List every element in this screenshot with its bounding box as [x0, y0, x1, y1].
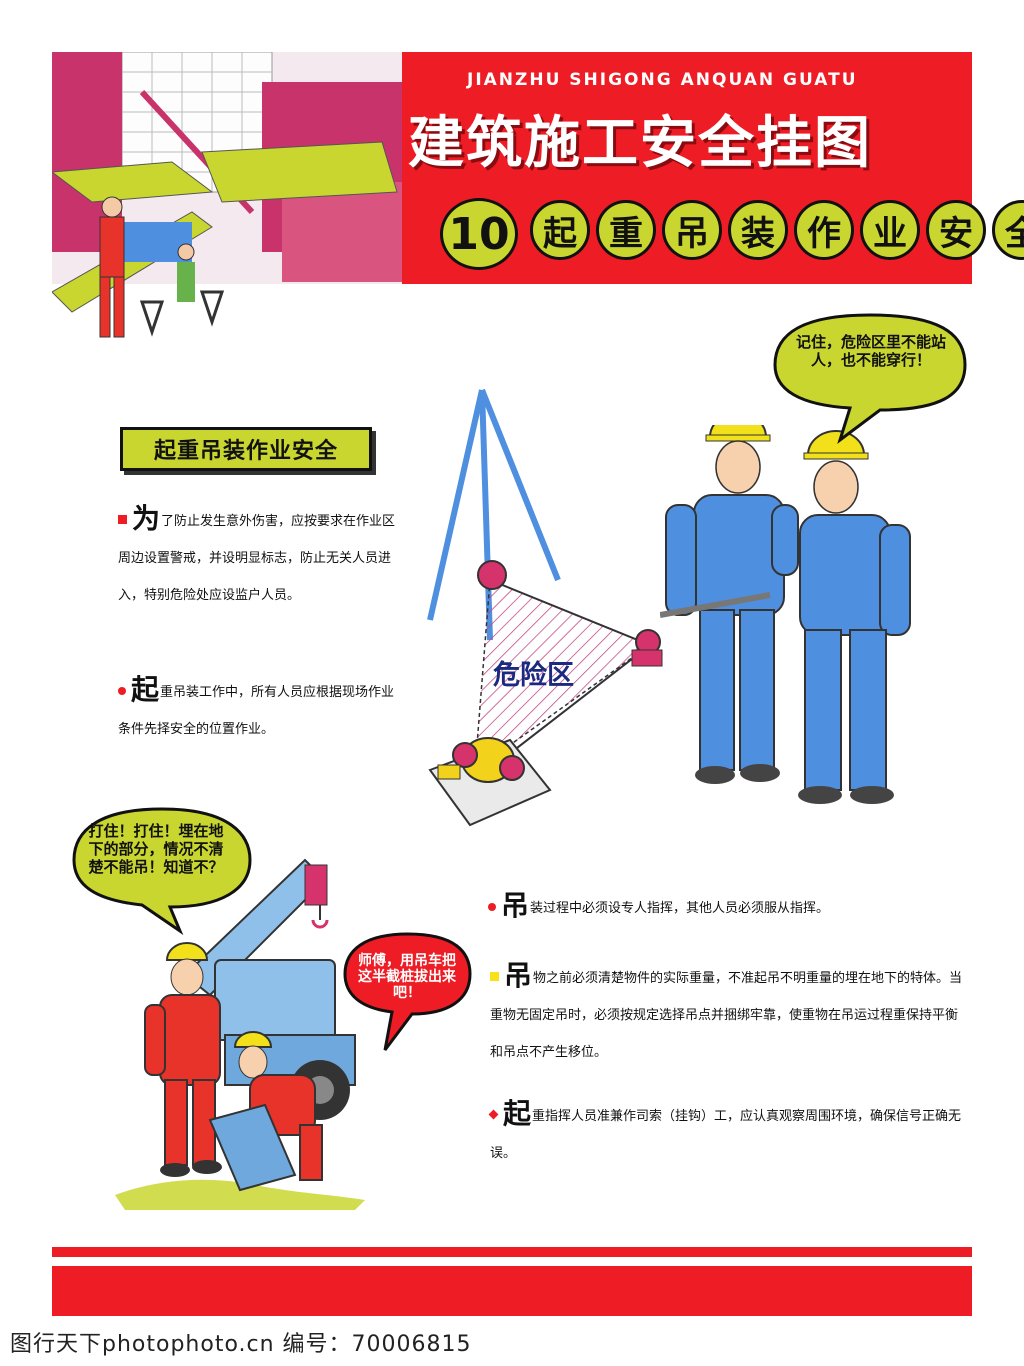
speech-bubble-red	[343, 932, 472, 1051]
subtitle-char: 业	[860, 200, 920, 260]
dot-bullet-icon	[118, 687, 126, 695]
square-bullet-icon	[490, 972, 499, 981]
paragraph-text: 物之前必须清楚物件的实际重量，不准起吊不明重量的埋在地下的特体。当重物无固定吊时…	[490, 971, 963, 1060]
blue-workers-illustration	[660, 425, 911, 804]
paragraph-3: 吊装过程中必须设专人指挥，其他人员必须服从指挥。	[488, 887, 968, 927]
chapter-subtitle: 起 重 吊 装 作 业 安 全	[530, 200, 1024, 260]
footer-stripe-thin	[52, 1247, 972, 1257]
paragraph-2: 起重吊装工作中，所有人员应根据现场作业条件先择安全的位置作业。	[118, 671, 398, 748]
subtitle-char: 安	[926, 200, 986, 260]
drop-cap: 吊	[504, 959, 533, 992]
speech-bubble-bottom-left	[72, 807, 252, 935]
subtitle-char: 全	[992, 200, 1024, 260]
paragraph-text: 装过程中必须设专人指挥，其他人员必须服从指挥。	[530, 901, 830, 916]
paragraph-text: 重指挥人员准兼作司索（挂钩）工，应认真观察周围环境，确保信号正确无误。	[490, 1109, 962, 1161]
paragraph-text: 重吊装工作中，所有人员应根据现场作业条件先择安全的位置作业。	[118, 685, 395, 737]
construction-scene-illustration	[52, 52, 402, 338]
bubble-text-red: 师傅，用吊车把这半截桩拔出来吧！	[358, 953, 456, 1001]
bubble-text-top-right: 记住，危险区里不能站人，也不能穿行！	[796, 333, 947, 369]
subtitle-char: 重	[596, 200, 656, 260]
hoist-danger-zone-illustration	[427, 388, 663, 827]
crane-truck-workers-illustration	[115, 858, 365, 1210]
drop-cap: 起	[131, 673, 160, 706]
diamond-bullet-icon	[488, 1109, 499, 1120]
watermark-text: 图行天下photophoto.cn 编号：70006815	[10, 1332, 472, 1357]
drop-cap: 起	[503, 1097, 532, 1130]
dot-bullet-icon	[488, 903, 496, 911]
page-title: 建筑施工安全挂图	[408, 111, 872, 176]
paragraph-4: 吊物之前必须清楚物件的实际重量，不准起吊不明重量的埋在地下的特体。当重物无固定吊…	[490, 957, 970, 1071]
speech-bubble-top-right	[773, 313, 967, 444]
subtitle-char: 装	[728, 200, 788, 260]
subtitle-char: 吊	[662, 200, 722, 260]
drop-cap: 为	[132, 502, 161, 535]
title-pinyin: JIANZHU SHIGONG ANQUAN GUATU	[467, 70, 858, 90]
subtitle-char: 作	[794, 200, 854, 260]
section-badge: 起重吊装作业安全	[120, 427, 372, 471]
square-bullet-icon	[118, 515, 127, 524]
chapter-number: 10	[440, 198, 518, 270]
footer-stripe-thick	[52, 1266, 972, 1316]
paragraph-text: 了防止发生意外伤害，应按要求在作业区周边设置警戒，并设明显标志，防止无关人员进入…	[118, 514, 396, 603]
drop-cap: 吊	[501, 889, 530, 922]
paragraph-1: 为了防止发生意外伤害，应按要求在作业区周边设置警戒，并设明显标志，防止无关人员进…	[118, 500, 398, 614]
danger-zone-label: 危险区	[493, 660, 574, 691]
paragraph-5: 起重指挥人员准兼作司索（挂钩）工，应认真观察周围环境，确保信号正确无误。	[488, 1095, 970, 1172]
subtitle-char: 起	[530, 200, 590, 260]
bubble-text-bottom-left: 打住！打住！埋在地下的部分，情况不清楚不能吊！知道不？	[88, 822, 224, 876]
